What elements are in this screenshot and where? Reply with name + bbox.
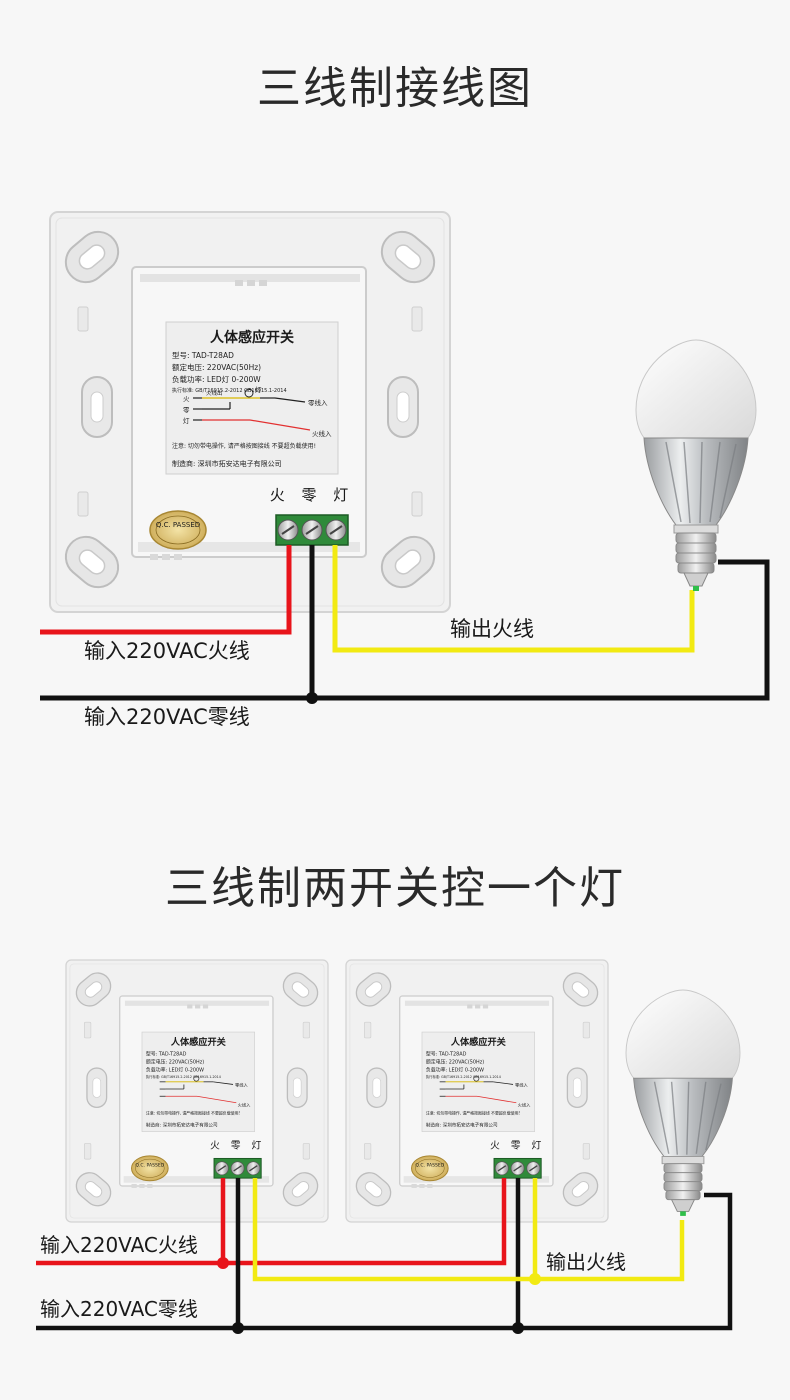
svg-text:火线入: 火线入: [518, 1102, 532, 1109]
junction-output-bottom: [529, 1273, 541, 1285]
label-diag-lamp: 灯: [183, 416, 190, 425]
wire-output-live-bottom: [252, 1178, 685, 1282]
label-fire-in: 火线入: [312, 429, 332, 438]
label-zero-in: 零线入: [308, 398, 328, 407]
label-terminals: 火 零 灯: [270, 486, 355, 504]
wire-input-live-top: [40, 545, 292, 635]
diagram-title-two-switch: 三线制两开关控一个灯: [165, 863, 625, 914]
label-diag-zero: 零: [183, 406, 190, 414]
module-label-bottom-right: 人体感应开关 型号: TAD-T28AD 额定电压: 220VAC(50Hz) …: [415, 1036, 545, 1168]
module-label-bottom-left: 人体感应开关 型号: TAD-T28AD 额定电压: 220VAC(50Hz) …: [135, 1036, 265, 1168]
wire-label-input-neutral-top: 输入220VAC零线: [84, 705, 250, 729]
svg-text:型号: TAD-T28AD: 型号: TAD-T28AD: [426, 1051, 467, 1058]
svg-text:火 零 灯: 火 零 灯: [210, 1140, 265, 1152]
svg-text:零线入: 零线入: [515, 1081, 529, 1088]
wire-label-output-live-bottom: 输出火线: [546, 1250, 626, 1274]
svg-text:制造商: 深圳市拓安达电子有限公司: 制造商: 深圳市拓安达电子有限公司: [426, 1121, 498, 1128]
label-maker: 制造商: 深圳市拓安达电子有限公司: [172, 459, 282, 468]
label-standard: 执行标准: GB/T16915.2-2012 GB16915.1-2014: [172, 387, 287, 394]
svg-text:制造商: 深圳市拓安达电子有限公司: 制造商: 深圳市拓安达电子有限公司: [146, 1121, 218, 1128]
led-bulb-bottom: [625, 989, 741, 1217]
label-warning: 注意: 切勿带电操作, 请严格按图接线 不要超负载使用!: [172, 442, 316, 450]
wire-input-live-bottom: [36, 1178, 507, 1266]
svg-text:注意: 切勿带电操作, 请严格按图接线 不要超负载使用!: 注意: 切勿带电操作, 请严格按图接线 不要超负载使用!: [426, 1111, 520, 1116]
svg-text:执行标准: GB/T16915.2-2012 GB16915: 执行标准: GB/T16915.2-2012 GB16915.1-2014: [146, 1074, 221, 1079]
junction-neutral-right: [512, 1322, 524, 1334]
svg-text:型号: TAD-T28AD: 型号: TAD-T28AD: [146, 1051, 187, 1058]
label-power: 负载功率: LED灯 0-200W: [172, 374, 261, 384]
svg-text:火线入: 火线入: [238, 1102, 252, 1109]
wire-label-input-live-bottom: 输入220VAC火线: [40, 1233, 198, 1257]
module-label-top: 人体感应开关 型号: TAD-T28AD 额定电压: 220VAC(50Hz) …: [156, 329, 355, 529]
svg-text:零线入: 零线入: [235, 1081, 249, 1088]
switch-module-bottom-right: [345, 959, 609, 1223]
label-diag-fire: 火: [183, 395, 190, 403]
svg-text:Q.C. PASSED: Q.C. PASSED: [415, 1162, 444, 1168]
svg-text:执行标准: GB/T16915.2-2012 GB16915: 执行标准: GB/T16915.2-2012 GB16915.1-2014: [426, 1074, 501, 1079]
svg-text:负载功率: LED灯 0-200W: 负载功率: LED灯 0-200W: [426, 1066, 484, 1073]
label-fire-out: 火线出: [206, 389, 223, 397]
svg-text:负载功率: LED灯 0-200W: 负载功率: LED灯 0-200W: [146, 1066, 204, 1073]
label-product-name: 人体感应开关: [210, 329, 294, 346]
switch-module-bottom-left: [65, 959, 329, 1223]
junction-neutral-left: [232, 1322, 244, 1334]
wires-top: [40, 545, 770, 701]
svg-text:额定电压: 220VAC(50Hz): 额定电压: 220VAC(50Hz): [146, 1058, 204, 1065]
svg-text:Q.C. PASSED: Q.C. PASSED: [135, 1162, 164, 1168]
label-voltage: 额定电压: 220VAC(50Hz): [172, 362, 261, 372]
junction-live-bottom: [217, 1257, 229, 1269]
svg-text:人体感应开关: 人体感应开关: [451, 1036, 507, 1048]
wire-label-input-live-top: 输入220VAC火线: [84, 639, 250, 663]
wire-label-output-live-top: 输出火线: [450, 617, 534, 641]
switch-module-top: [49, 211, 451, 613]
svg-text:火 零 灯: 火 零 灯: [490, 1140, 545, 1152]
junction-neutral-top: [306, 692, 318, 704]
wire-input-neutral-top: [40, 559, 770, 701]
label-model: 型号: TAD-T28AD: [172, 351, 234, 360]
svg-text:注意: 切勿带电操作, 请严格按图接线 不要超负载使用!: 注意: 切勿带电操作, 请严格按图接线 不要超负载使用!: [146, 1111, 240, 1116]
led-bulb-top: [635, 339, 757, 592]
wire-label-input-neutral-bottom: 输入220VAC零线: [40, 1297, 198, 1321]
wire-output-live-top: [332, 545, 695, 653]
qc-sticker: Q.C. PASSED: [156, 521, 200, 529]
svg-text:额定电压: 220VAC(50Hz): 额定电压: 220VAC(50Hz): [426, 1058, 484, 1065]
diagram-title-three-wire: 三线制接线图: [257, 63, 533, 114]
svg-text:人体感应开关: 人体感应开关: [171, 1036, 227, 1048]
label-lamp: 灯: [255, 385, 262, 394]
wire-input-neutral-bottom: [36, 1192, 733, 1331]
wires-bottom: [36, 1178, 733, 1331]
